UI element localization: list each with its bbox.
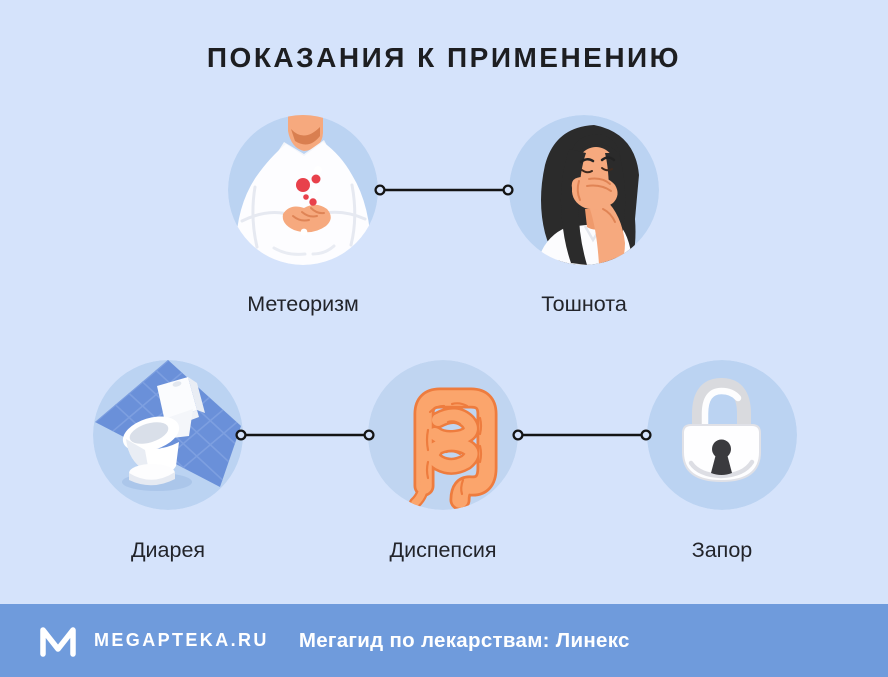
brand-name: MEGAPTEKA.RU [94, 630, 269, 650]
indication-dyspepsia [368, 360, 518, 510]
label-flatulence: Метеоризм [247, 292, 359, 316]
indication-constipation [647, 360, 797, 510]
footer-bar: MEGAPTEKA.RU Мегагид по лекарствам: Лине… [0, 604, 888, 677]
megapteka-m-logo [40, 626, 76, 657]
label-diarrhea: Диарея [130, 538, 206, 562]
footer-tagline: Мегагид по лекарствам: Линекс [298, 628, 630, 652]
intestines-icon [368, 360, 518, 510]
label-nausea: Тошнота [541, 292, 627, 316]
page-title: ПОКАЗАНИЯ К ПРИМЕНЕНИЮ [206, 42, 682, 73]
connector-line-row2-right [512, 429, 652, 441]
connector-line-row1 [374, 184, 514, 196]
indication-diarrhea [93, 360, 243, 510]
indication-flatulence [228, 115, 378, 265]
connector-line-row2-left [235, 429, 375, 441]
padlock-icon [647, 360, 797, 510]
label-constipation: Запор [691, 538, 753, 562]
toilet-icon [93, 360, 243, 510]
man-holding-stomach-icon [228, 115, 378, 265]
indication-nausea [509, 115, 659, 265]
label-dyspepsia: Диспепсия [389, 538, 497, 562]
woman-covering-mouth-icon [509, 115, 659, 265]
